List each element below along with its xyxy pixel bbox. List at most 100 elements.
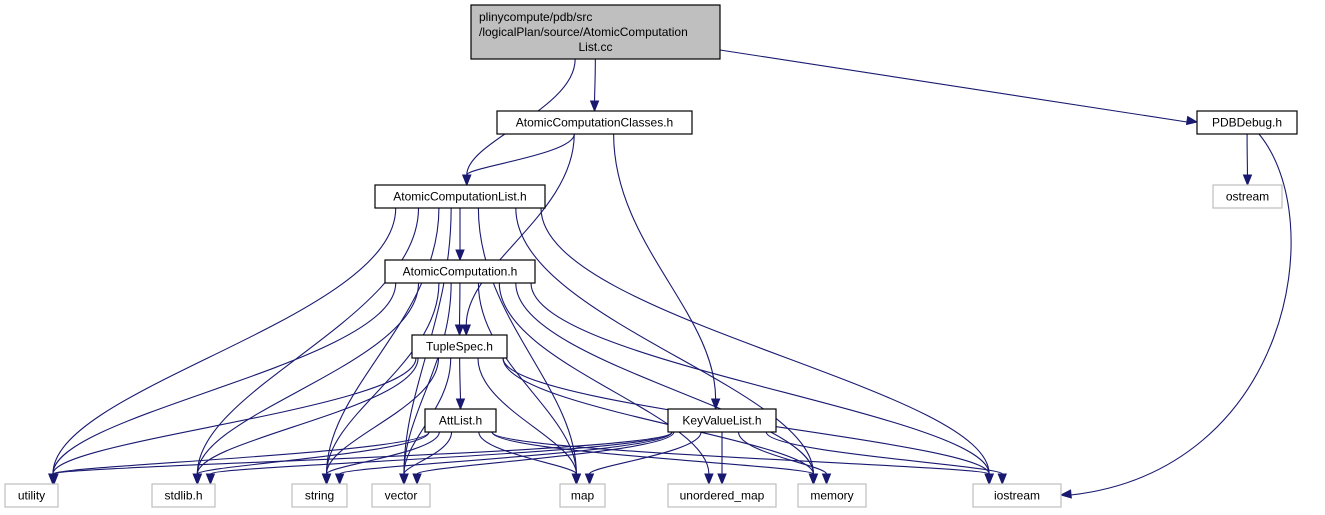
node-utility: utility xyxy=(4,483,59,508)
arrowhead-icon xyxy=(455,249,465,262)
edge-acl-to-memory xyxy=(515,207,819,486)
edge-attlist-to-string xyxy=(321,431,440,486)
node-label: unordered_map xyxy=(680,489,765,503)
node-map: map xyxy=(559,483,606,508)
edge-acl-to-ac xyxy=(455,207,465,262)
node-box xyxy=(667,408,777,433)
node-box xyxy=(470,4,721,60)
arrowhead-icon xyxy=(997,473,1007,486)
edge-kvl-to-utility xyxy=(49,431,673,486)
arrowhead-icon xyxy=(808,473,819,486)
edge-attlist-to-stdlib xyxy=(192,431,430,486)
node-box xyxy=(374,184,546,209)
node-box xyxy=(1196,110,1298,135)
arrowhead-icon xyxy=(205,473,216,486)
arrowhead-icon xyxy=(334,473,345,486)
edge-pdbdebug-to-iostream xyxy=(1059,133,1292,499)
node-box xyxy=(559,483,606,508)
node-box xyxy=(151,483,216,508)
edge-root-to-pdbdebug xyxy=(719,49,1199,126)
arrowhead-icon xyxy=(717,473,727,486)
edge-acc-to-tuplespec xyxy=(461,133,575,337)
edge-attlist-to-utility xyxy=(48,431,430,486)
node-label: TupleSpec.h xyxy=(426,340,493,354)
node-box xyxy=(797,483,867,508)
node-string: string xyxy=(291,483,348,508)
node-label: plinycompute/pdb/src xyxy=(479,10,592,24)
node-acl[interactable]: AtomicComputationList.h xyxy=(374,184,546,209)
arrowhead-icon xyxy=(455,398,466,411)
node-kvl[interactable]: KeyValueList.h xyxy=(667,408,777,433)
node-label: map xyxy=(571,489,595,503)
node-box xyxy=(291,483,348,508)
edge-root-to-acc xyxy=(589,58,600,113)
edge-kvl-to-stdlib xyxy=(205,431,673,486)
node-memory: memory xyxy=(797,483,867,508)
arrowhead-icon xyxy=(461,324,471,337)
arrowhead-icon xyxy=(704,473,714,486)
node-box xyxy=(667,483,777,508)
arrowhead-icon xyxy=(1185,115,1199,126)
node-box xyxy=(496,110,693,135)
node-label: AttList.h xyxy=(439,414,482,428)
nodes-layer: plinycompute/pdb/src/logicalPlan/source/… xyxy=(4,4,1298,508)
arrowhead-icon xyxy=(412,473,422,486)
node-box xyxy=(972,483,1062,508)
node-label: string xyxy=(305,489,334,503)
node-box xyxy=(371,483,431,508)
edge-acc-to-kvl xyxy=(613,133,721,411)
arrowhead-icon xyxy=(1059,489,1072,499)
edge-acc-to-acl xyxy=(461,133,575,187)
node-vector: vector xyxy=(371,483,431,508)
arrowhead-icon xyxy=(571,473,582,486)
arrowhead-icon xyxy=(710,398,721,411)
node-box xyxy=(1212,184,1283,209)
edge-kvl-to-memory xyxy=(737,431,832,486)
edge-tuplespec-to-attlist xyxy=(455,357,466,411)
node-acc[interactable]: AtomicComputationClasses.h xyxy=(496,110,693,135)
edge-kvl-to-map xyxy=(584,431,702,486)
arrowhead-icon xyxy=(461,174,472,187)
edge-kvl-to-unordered_map xyxy=(717,432,727,486)
node-root[interactable]: plinycompute/pdb/src/logicalPlan/source/… xyxy=(470,4,721,60)
edge-kvl-to-string xyxy=(334,431,673,486)
edge-attlist-to-map xyxy=(478,431,582,486)
node-label: memory xyxy=(810,489,853,503)
arrowhead-icon xyxy=(984,473,994,486)
node-label: utility xyxy=(18,489,45,503)
edge-kvl-to-vector xyxy=(412,431,675,486)
node-label: AtomicComputation.h xyxy=(403,265,518,279)
node-label: stdlib.h xyxy=(164,489,202,503)
node-iostream: iostream xyxy=(972,483,1062,508)
node-label: KeyValueList.h xyxy=(682,414,761,428)
arrowhead-icon xyxy=(321,473,332,486)
edges-layer xyxy=(48,49,1292,499)
edge-tuplespec-to-utility xyxy=(48,357,417,486)
arrowhead-icon xyxy=(454,324,465,337)
edge-ac-to-tuplespec xyxy=(454,282,465,337)
arrowhead-icon xyxy=(49,473,59,486)
node-label: iostream xyxy=(994,489,1040,503)
edge-attlist-to-memory xyxy=(491,431,819,486)
node-attlist[interactable]: AttList.h xyxy=(424,408,497,433)
arrowhead-icon xyxy=(589,100,600,113)
arrowhead-icon xyxy=(399,473,409,486)
arrowhead-icon xyxy=(1242,174,1253,187)
node-stdlib: stdlib.h xyxy=(151,483,216,508)
node-unordered_map: unordered_map xyxy=(667,483,777,508)
node-box xyxy=(424,408,497,433)
node-label: PDBDebug.h xyxy=(1212,116,1282,130)
node-box xyxy=(411,334,508,359)
node-tuplespec[interactable]: TupleSpec.h xyxy=(411,334,508,359)
node-box xyxy=(4,483,59,508)
node-label: ostream xyxy=(1226,190,1269,204)
edge-acl-to-iostream xyxy=(540,207,994,486)
edge-attlist-to-vector xyxy=(399,431,453,486)
node-pdbdebug[interactable]: PDBDebug.h xyxy=(1196,110,1298,135)
edge-acl-to-utility xyxy=(48,207,397,486)
edge-kvl-to-iostream xyxy=(765,431,1007,486)
node-label: vector xyxy=(385,489,418,503)
node-ac[interactable]: AtomicComputation.h xyxy=(384,259,536,284)
node-ostream: ostream xyxy=(1212,184,1283,209)
